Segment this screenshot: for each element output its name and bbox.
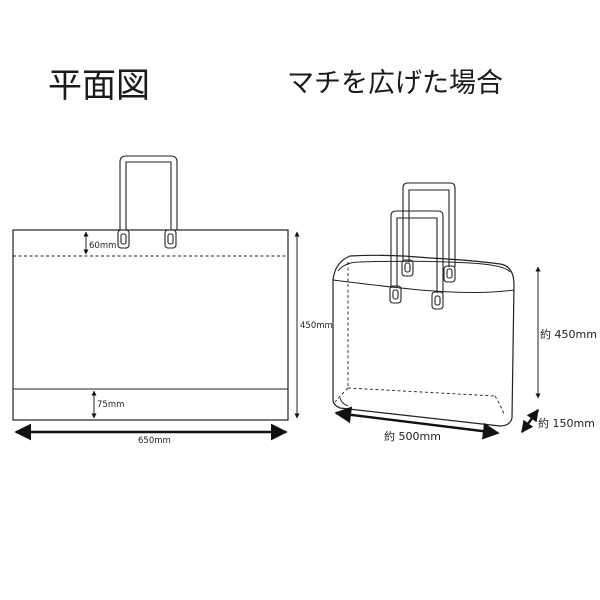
flat-bag-drawing <box>12 155 289 421</box>
open-bag-back-handle <box>401 182 456 283</box>
gusset-label: 約 150mm <box>538 416 595 430</box>
open-bag-front-handle <box>389 210 444 310</box>
flat-height-label: 450mm <box>300 321 333 331</box>
flat-bag-handle <box>117 155 178 249</box>
open-bag-drawing <box>332 182 515 427</box>
open-width-label: 約 500mm <box>384 429 441 443</box>
gusset-dimension-arrow <box>521 409 539 433</box>
flat-view-title: 平面図 <box>48 66 150 106</box>
top-band-label: 60mm <box>89 241 116 251</box>
open-width-dimension-arrow <box>334 406 500 440</box>
bottom-band-label: 75mm <box>97 400 124 410</box>
flat-bag-body <box>12 229 289 421</box>
open-bag-body <box>332 254 515 427</box>
open-view-title: マチを広げた場合 <box>287 68 503 99</box>
flat-width-label: 650mm <box>138 436 171 446</box>
open-height-label: 約 450mm <box>540 327 597 341</box>
